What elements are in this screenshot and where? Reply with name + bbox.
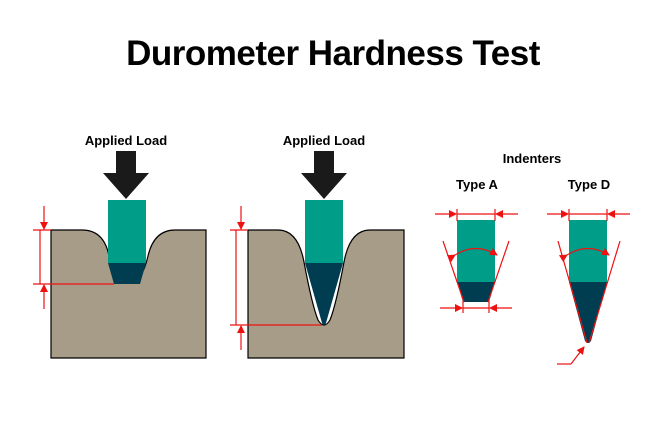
indenter-tip-left <box>108 263 146 284</box>
load-arrow-left <box>103 151 149 199</box>
applied-load-label-right: Applied Load <box>283 133 365 148</box>
depth-dimension-right <box>230 206 322 350</box>
type-d-dimensions <box>547 209 630 365</box>
indenters-heading: Indenters <box>503 151 562 166</box>
left-test: Applied Load <box>33 133 207 359</box>
material-block-right <box>247 229 405 359</box>
indenter-body-right <box>305 200 343 263</box>
type-d-label: Type D <box>568 177 610 192</box>
type-a-label: Type A <box>456 177 499 192</box>
type-d-tip <box>569 282 607 343</box>
load-arrow-right <box>301 151 347 199</box>
type-d-indenter <box>547 209 630 365</box>
diagram-title: Durometer Hardness Test <box>126 34 540 73</box>
indenters-panel: Indenters Type A Type D <box>435 151 630 365</box>
applied-load-label-left: Applied Load <box>85 133 167 148</box>
type-a-dimensions <box>435 209 518 313</box>
right-test: Applied Load <box>230 133 405 359</box>
indenter-body-left <box>108 200 146 263</box>
type-a-indenter <box>435 209 518 313</box>
indenter-tip-right <box>305 263 343 325</box>
type-a-tip <box>457 282 495 302</box>
depth-dimension-left <box>33 206 114 309</box>
